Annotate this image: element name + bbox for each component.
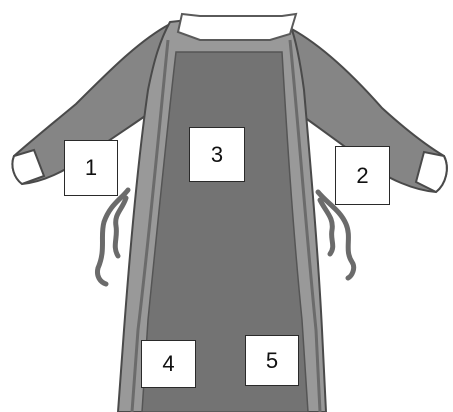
label-box-4: 4 xyxy=(141,340,196,388)
left-ties xyxy=(97,190,128,284)
label-box-3: 3 xyxy=(189,127,245,182)
collar xyxy=(178,14,296,40)
label-box-5: 5 xyxy=(245,335,299,386)
label-box-1: 1 xyxy=(64,140,118,196)
label-box-2: 2 xyxy=(335,146,390,205)
